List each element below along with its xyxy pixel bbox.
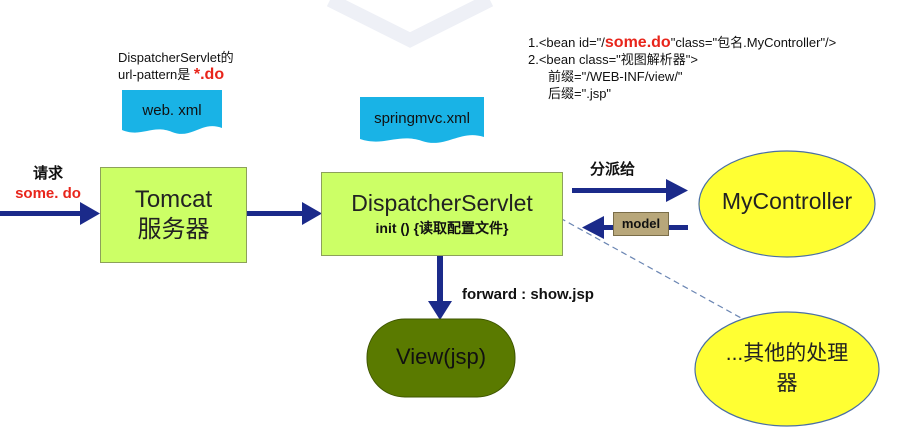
request-url: some. do (15, 185, 81, 202)
dispatcher-subtitle: init () {读取配置文件} (375, 220, 509, 236)
view-jsp-node: View(jsp) (366, 318, 516, 398)
request-label: 请求 some. do (8, 164, 88, 204)
request-arrow (0, 202, 100, 225)
my-controller-label: MyController (721, 188, 853, 214)
bean-config-line1-prefix: 1.<bean id="/ (528, 35, 605, 50)
dispatcher-pattern-note: DispatcherServlet的 url-pattern是 *.do (118, 49, 234, 83)
view-jsp-label: View(jsp) (395, 344, 487, 369)
dispatcher-pattern-label: url-pattern是 (118, 67, 191, 82)
tomcat-title: Tomcat (134, 186, 213, 213)
dispatcher-servlet-box: DispatcherServlet init () {读取配置文件} (321, 172, 563, 256)
tomcat-server-box: Tomcat 服务器 (100, 167, 247, 263)
springmvc-xml-label: springmvc.xml (374, 110, 470, 127)
dispatcher-title: DispatcherServlet (351, 190, 533, 216)
model-tag: model (613, 212, 669, 236)
dispatch-label: 分派给 (590, 161, 636, 178)
dispatcher-pattern-line1: DispatcherServlet的 (118, 50, 234, 65)
bean-config-line4: 后缀=".jsp" (548, 86, 612, 101)
springmvc-xml-document: springmvc.xml (360, 97, 484, 145)
bean-config-line3: 前缀="/WEB-INF/view/" (548, 69, 683, 84)
other-handler-dashed-line (559, 217, 753, 325)
forward-label: forward : show.jsp (462, 286, 594, 303)
bean-config-line1-suffix: "class="包名.MyController"/> (670, 35, 837, 50)
other-handler-line1: ...其他的处理 (725, 342, 849, 365)
other-handler-label: ...其他的处理 器 (694, 339, 880, 399)
bean-config-note: 1.<bean id="/some.do"class="包名.MyControl… (528, 34, 836, 102)
web-xml-label: web. xml (142, 102, 202, 119)
dispatch-arrow (572, 179, 688, 202)
other-handler-line2: 器 (776, 372, 798, 395)
dispatcher-pattern-value: *.do (193, 66, 225, 83)
forward-arrow (428, 255, 452, 320)
tomcat-to-dispatcher-arrow (246, 202, 322, 225)
bean-config-line1: 1.<bean id="/some.do"class="包名.MyControl… (528, 34, 836, 51)
tomcat-subtitle: 服务器 (137, 216, 210, 243)
my-controller-node: MyController (698, 150, 876, 258)
other-handler-node: ...其他的处理 器 (694, 311, 880, 427)
dispatcher-pattern-line2: url-pattern是 *.do (118, 66, 234, 83)
request-label-title: 请求 (32, 165, 63, 182)
bean-config-line1-value: some.do (604, 34, 671, 51)
bean-config-line2: 2.<bean class="视图解析器"> (528, 52, 698, 67)
web-xml-document: web. xml (122, 90, 222, 136)
